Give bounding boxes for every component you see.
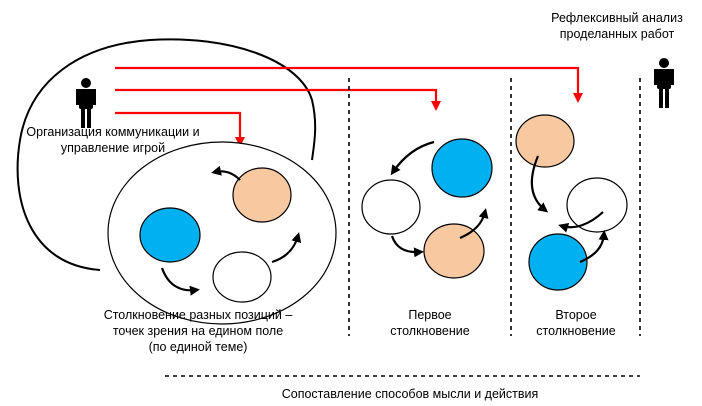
cycle-arrow-2b xyxy=(390,235,424,258)
cycle-arrow-1a xyxy=(211,165,241,181)
red-arrow-to-second xyxy=(115,88,441,111)
peach-circle-1 xyxy=(232,167,292,223)
loop-curve xyxy=(16,38,317,271)
white-circle-3 xyxy=(566,177,628,233)
cycle-arrow-2a xyxy=(390,140,435,176)
cycle-arrow-3a xyxy=(530,155,549,213)
cycle-arrow-1b xyxy=(160,267,200,296)
peach-circle-2 xyxy=(423,223,485,279)
first-collision-label: Первое столкновение xyxy=(390,308,470,338)
person-icon-right xyxy=(654,58,674,108)
organization-label: Организация коммуникации и управление иг… xyxy=(26,125,200,155)
white-circle-1 xyxy=(212,251,272,303)
cycle-arrow-1c xyxy=(271,232,302,264)
peach-circle-3 xyxy=(515,114,575,168)
second-collision-label: Второе столкновение xyxy=(536,308,616,338)
cyan-circle-3 xyxy=(528,233,588,291)
red-arrow-to-third xyxy=(115,66,583,103)
cycle-arrow-3b xyxy=(558,211,604,233)
cyan-circle-1 xyxy=(139,207,201,263)
person-icon-left xyxy=(76,78,96,128)
reflexive-analysis-label: Рефлексивный анализ проделанных работ xyxy=(551,11,683,41)
white-circle-2 xyxy=(361,179,421,235)
collision-label: Столкновение разных позиций – точек зрен… xyxy=(103,308,293,354)
red-arrow-to-first xyxy=(115,111,245,147)
cyan-circle-2 xyxy=(431,138,493,198)
cycle-arrow-3c xyxy=(579,230,609,264)
comparison-label: Сопоставление способов мысли и действия xyxy=(281,387,539,401)
cycle-arrow-2c xyxy=(459,208,489,240)
